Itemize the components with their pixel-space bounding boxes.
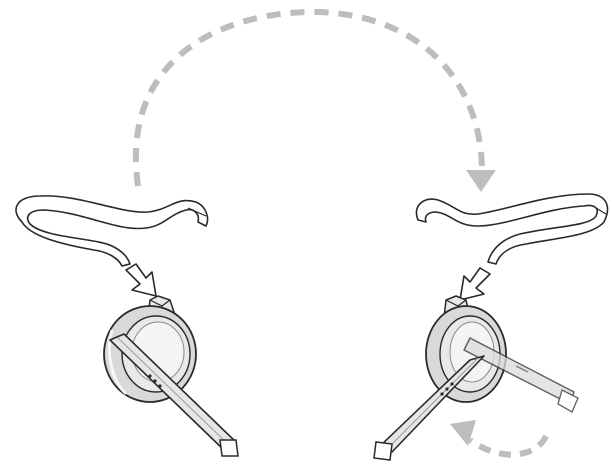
right-headset-assembly (374, 194, 607, 460)
right-neckband-headband-icon (416, 194, 607, 264)
left-headset-assembly (16, 196, 238, 456)
left-headset-earcup-icon (104, 306, 196, 402)
rotate-dashed-arrow-icon (450, 420, 546, 455)
right-attach-arrow-icon (460, 268, 490, 300)
left-neckband-headband-icon (16, 196, 208, 266)
left-attach-arrow-icon (126, 264, 156, 296)
curved-dashed-arrow-icon (136, 12, 496, 192)
